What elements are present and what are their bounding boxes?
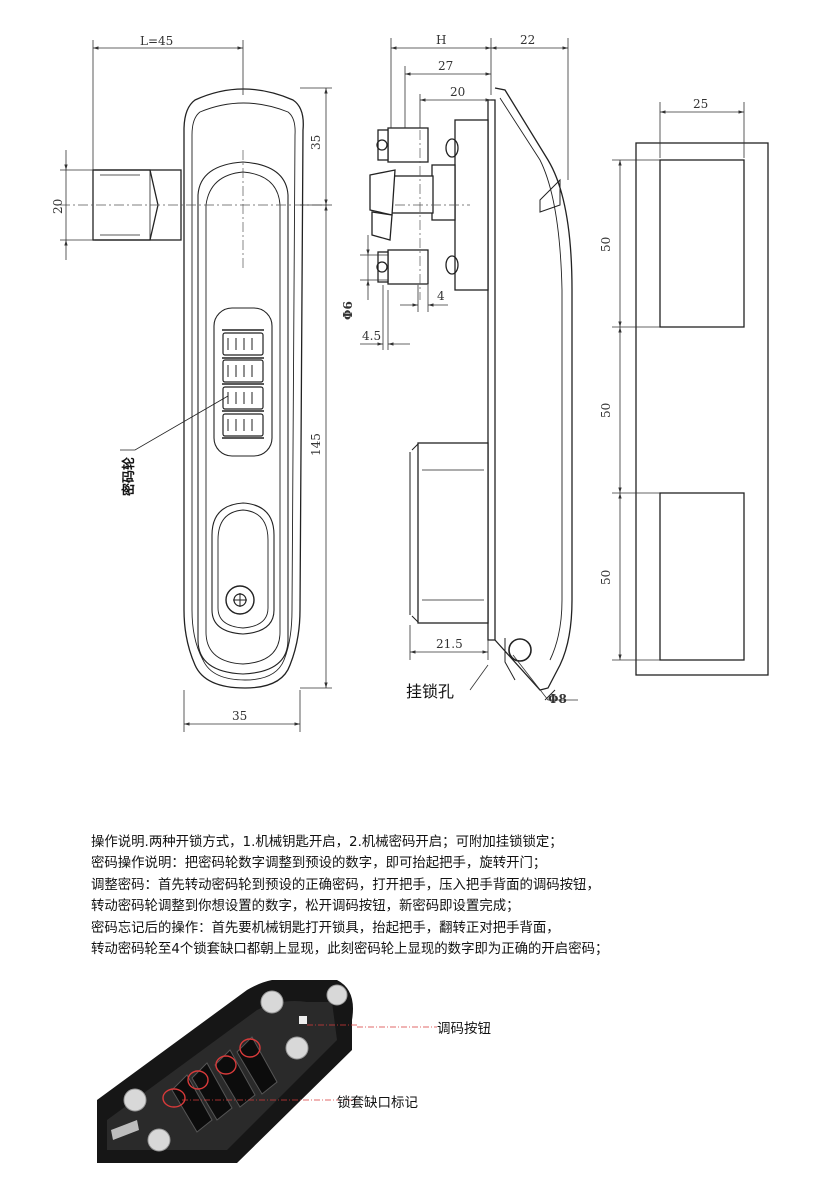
dim-27: 27 (438, 59, 453, 73)
dim-cutout-h1: 50 (599, 237, 613, 252)
dim-cutout-width: 25 (693, 97, 708, 111)
cutout-upper (659, 159, 745, 328)
dim-height-total: 145 (309, 433, 323, 456)
label-password-wheel: 密码轮 (121, 457, 137, 497)
password-wheels (222, 329, 264, 439)
side-dimensions (360, 38, 578, 701)
dim-phi6: Φ6 (341, 301, 355, 320)
password-window (213, 307, 273, 457)
handle-outline (183, 88, 304, 689)
callout-notch-mark: 锁套缺口标记 (337, 1095, 418, 1111)
cutout-panel (635, 142, 769, 676)
key-cylinder (92, 169, 182, 241)
photo-back-of-handle (97, 980, 357, 1163)
instruction-line: 密码操作说明：把密码轮数字调整到预设的数字，即可抬起把手，旋转开门； (91, 856, 547, 872)
dim-h: H (436, 33, 446, 47)
technical-drawing: L=45 35 145 20 35 密码轮 (51, 33, 769, 732)
bolt-lower (376, 249, 429, 285)
handle-profile (494, 87, 573, 691)
instruction-line: 密码忘记后的操作：首先要机械钥匙打开锁具，抬起把手，翻转正对把手背面， (91, 920, 560, 936)
front-dimensions (60, 40, 332, 732)
instructions: 操作说明.两种开锁方式，1.机械钥匙开启，2.机械密码开启；可附加挂锁锁定； 密… (91, 832, 791, 960)
cutout-lower (659, 492, 745, 661)
callout-code-button: 调码按钮 (437, 1021, 491, 1037)
mounting-plate (487, 99, 496, 641)
bolt-upper (376, 127, 429, 163)
key-slot (211, 502, 275, 635)
lower-housing (417, 442, 489, 624)
instruction-line: 操作说明.两种开锁方式，1.机械钥匙开启，2.机械密码开启；可附加挂锁锁定； (91, 835, 563, 850)
padlock-hole (508, 638, 532, 662)
dim-top-width: L=45 (140, 34, 173, 48)
callout-line-code-button (357, 1026, 437, 1028)
front-view (60, 88, 330, 689)
dim-20: 20 (450, 85, 465, 99)
instruction-line: 转动密码轮至4个锁套缺口都朝上显现，此刻密码轮上显现的数字即为正确的开启密码； (91, 942, 609, 958)
dim-cutout-h3: 50 (599, 570, 613, 585)
dim-height-top: 35 (309, 135, 323, 150)
cutout-view (635, 142, 769, 676)
dim-cutout-h2: 50 (599, 403, 613, 418)
dim-22: 22 (520, 33, 535, 47)
dim-21-5: 21.5 (436, 637, 463, 651)
dim-bottom-width: 35 (232, 709, 247, 723)
dim-key-offset: 20 (51, 199, 65, 214)
side-view (369, 87, 573, 701)
cutout-dimensions (612, 102, 745, 661)
dim-phi8: Φ8 (548, 692, 567, 706)
instruction-line: 转动密码轮调整到你想设置的数字，松开调码按钮，新密码即设置完成； (91, 899, 520, 915)
dim-4: 4 (437, 289, 445, 303)
instruction-line: 调整密码：首先转动密码轮到预设的正确密码，打开把手，压入把手背面的调码按钮， (91, 877, 600, 893)
label-padlock-hole: 挂锁孔 (406, 682, 454, 701)
dim-4-5: 4.5 (362, 329, 381, 343)
keyhole-icon (225, 585, 255, 615)
